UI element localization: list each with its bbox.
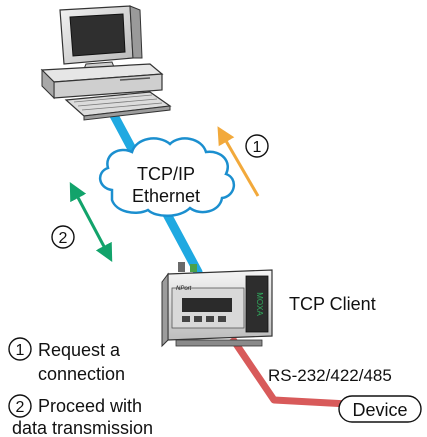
legend-item1-line2: connection bbox=[38, 364, 125, 384]
data-arrow bbox=[69, 182, 113, 262]
legend-item1-line1: Request a bbox=[38, 340, 121, 360]
cloud-label-line2: Ethernet bbox=[132, 186, 200, 206]
step2-badge-number: 2 bbox=[59, 230, 68, 247]
device-server-icon bbox=[161, 262, 273, 348]
legend-item2-number: 2 bbox=[16, 399, 25, 416]
step1-badge-number: 1 bbox=[253, 139, 262, 156]
step1-badge bbox=[245, 134, 269, 158]
serial-label: RS-232/422/485 bbox=[268, 366, 392, 385]
end-device-box bbox=[338, 395, 422, 423]
device-server-label: TCP Client bbox=[289, 294, 376, 314]
cloud-label-line1: TCP/IP bbox=[137, 164, 195, 184]
computer-icon bbox=[40, 5, 172, 121]
network-cloud bbox=[99, 137, 235, 217]
device-server-side-text: MOXA bbox=[255, 292, 264, 316]
legend-item1-number: 1 bbox=[16, 342, 25, 359]
request-arrow bbox=[217, 126, 260, 197]
legend-item1-badge bbox=[8, 337, 32, 361]
end-device-label: Device bbox=[352, 400, 407, 420]
legend-item2-badge bbox=[8, 394, 32, 418]
device-server-brand: NPort bbox=[176, 286, 192, 292]
step2-badge bbox=[51, 225, 75, 249]
legend-item2-line2: data transmission bbox=[12, 418, 153, 437]
serial-cable bbox=[229, 336, 349, 408]
legend-item2-line1: Proceed with bbox=[38, 396, 142, 416]
